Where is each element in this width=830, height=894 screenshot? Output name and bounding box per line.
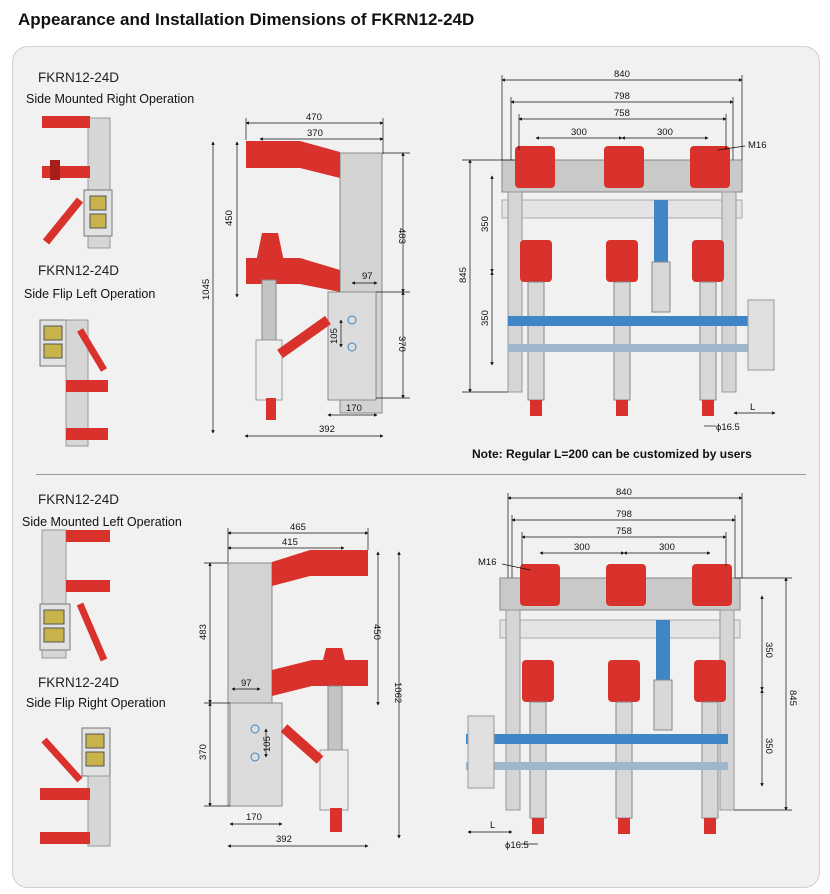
bottom-dim-392: 392 xyxy=(276,834,292,845)
thumbnail-top-right-operation xyxy=(42,116,113,249)
bottom-front-dim-300a: 300 xyxy=(574,542,590,553)
top-front-dim-dia: ϕ16.5 xyxy=(716,422,740,433)
top-dim-370-h: 370 xyxy=(396,336,407,352)
top-front-dim-300b: 300 xyxy=(657,127,673,138)
bottom-front-dim-300b: 300 xyxy=(659,542,675,553)
top-front-bolt-m16: M16 xyxy=(748,140,766,151)
top-front-dim-798: 798 xyxy=(614,91,630,102)
top-dim-105: 105 xyxy=(329,328,340,344)
bottom-model-b: FKRN12-24D xyxy=(38,675,120,690)
bottom-front-dim-dia: ϕ16.5 xyxy=(505,840,529,851)
bottom-front-dim-845: 845 xyxy=(787,690,798,706)
thumbnail-bottom-flip-right xyxy=(40,727,111,847)
bottom-front-dim-350b: 350 xyxy=(763,738,774,754)
bottom-front-dim-350a: 350 xyxy=(763,642,774,658)
thumbnail-bottom-left-operation xyxy=(39,529,110,662)
top-dim-392: 392 xyxy=(319,424,335,435)
top-model-a: FKRN12-24D xyxy=(38,70,120,85)
top-dim-370-w: 370 xyxy=(307,128,323,139)
bottom-dim-105: 105 xyxy=(262,736,273,752)
top-dim-1045: 1045 xyxy=(201,279,212,300)
top-front-dim-300a: 300 xyxy=(571,127,587,138)
top-side-dimensions xyxy=(211,118,410,438)
customization-note: Note: Regular L=200 can be customized by… xyxy=(472,447,752,461)
bottom-front-dim-758: 758 xyxy=(616,526,632,537)
bottom-dim-450: 450 xyxy=(371,624,382,640)
section-divider xyxy=(36,474,806,475)
top-front-view xyxy=(501,146,775,416)
bottom-dim-465: 465 xyxy=(290,522,306,533)
top-dim-483: 483 xyxy=(396,228,407,244)
top-dim-97: 97 xyxy=(362,271,373,282)
bottom-front-bolt-m16: M16 xyxy=(478,557,496,568)
top-dim-470: 470 xyxy=(306,112,322,123)
bottom-side-view xyxy=(227,550,368,832)
bottom-front-view xyxy=(466,564,741,834)
bottom-front-dim-798: 798 xyxy=(616,509,632,520)
bottom-front-dim-840: 840 xyxy=(616,487,632,498)
bottom-side-dimensions xyxy=(204,528,401,848)
bottom-front-dimensions xyxy=(467,493,792,845)
bottom-dim-415: 415 xyxy=(282,537,298,548)
bottom-model-a: FKRN12-24D xyxy=(38,492,120,507)
top-model-b: FKRN12-24D xyxy=(38,263,120,278)
bottom-dim-170: 170 xyxy=(246,812,262,823)
top-operation-b: Side Flip Left Operation xyxy=(24,287,156,301)
top-front-dim-758: 758 xyxy=(614,108,630,119)
top-front-dim-350b: 350 xyxy=(480,310,491,326)
bottom-dim-370: 370 xyxy=(198,744,209,760)
top-front-dim-L: L xyxy=(750,402,755,413)
top-front-dimensions xyxy=(462,75,776,427)
top-dim-450: 450 xyxy=(224,210,235,226)
bottom-dim-97: 97 xyxy=(241,678,252,689)
bottom-dim-1062: 1062 xyxy=(392,682,403,703)
bottom-dim-483: 483 xyxy=(198,624,209,640)
top-dim-170: 170 xyxy=(346,403,362,414)
page-title: Appearance and Installation Dimensions o… xyxy=(18,10,475,29)
top-front-dim-840: 840 xyxy=(614,69,630,80)
top-operation-a: Side Mounted Right Operation xyxy=(26,92,195,106)
top-front-dim-845: 845 xyxy=(458,267,469,283)
bottom-operation-a: Side Mounted Left Operation xyxy=(22,515,182,529)
bottom-front-dim-L: L xyxy=(490,820,495,831)
thumbnail-top-flip-left xyxy=(39,319,108,447)
bottom-operation-b: Side Flip Right Operation xyxy=(26,696,166,710)
top-front-dim-350a: 350 xyxy=(480,216,491,232)
